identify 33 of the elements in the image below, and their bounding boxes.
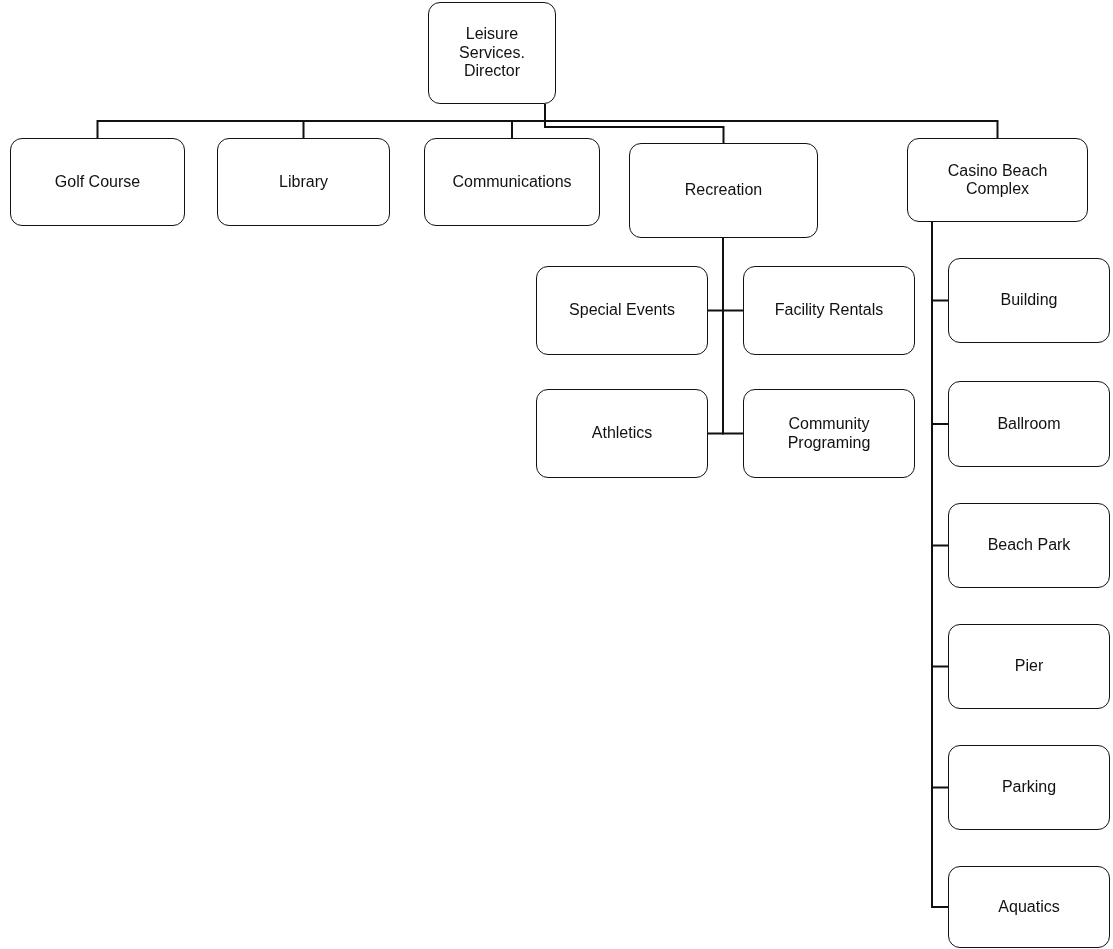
box-label: Ballroom [997,414,1061,434]
org-box [948,503,1110,588]
box-label: Facility Rentals [774,301,884,320]
box-label: Building [1000,291,1058,310]
org-box [948,624,1110,709]
org-box [629,143,818,238]
org-box [743,389,915,478]
box-label: Beach Park [987,536,1071,555]
box-label: Parking [1001,778,1057,797]
box-label: Special Events [569,301,675,320]
box-label: Golf Course [54,172,141,192]
box-label: Communications [452,172,572,192]
org-box [948,258,1110,343]
org-box [536,266,708,355]
box-label: Pier [1014,657,1044,676]
box-label: Athletics [591,424,653,443]
box-label: Aquatics [998,897,1060,917]
org-box [948,381,1110,467]
org-box [424,138,600,226]
org-box [10,138,185,226]
org-box [428,2,556,104]
box-label: Leisure Services. Director [458,25,526,81]
org-box [217,138,390,226]
connector-line [722,237,744,435]
org-box [536,389,708,478]
org-box [907,138,1088,222]
org-box [948,866,1110,948]
box-label: Casino Beach Complex [946,161,1049,199]
org-box [743,266,915,355]
box-label: Community Programing [786,415,872,452]
org-box [948,745,1110,830]
box-label: Recreation [684,181,763,200]
box-label: Library [279,172,328,192]
